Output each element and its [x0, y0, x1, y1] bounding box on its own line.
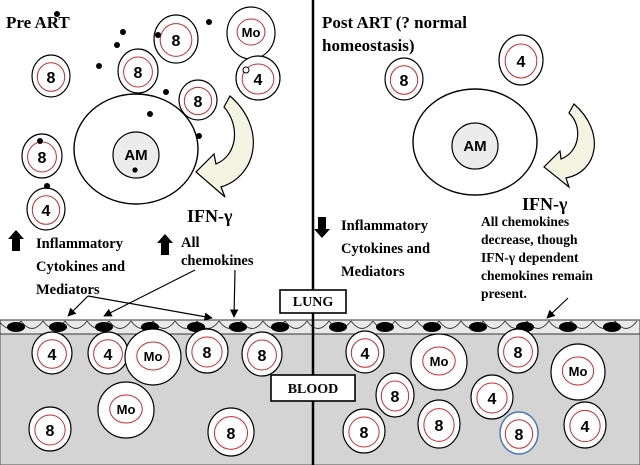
down-arrow-inflammatory-post — [314, 217, 330, 238]
cell-label: 8 — [172, 33, 181, 50]
cd8-t-cell: 8 — [185, 328, 229, 374]
chemokine-dot — [44, 183, 50, 189]
chemokine-dot — [206, 19, 212, 25]
inflammatory-text-post: Inflammatory Cytokines and Mediators — [341, 218, 434, 280]
cd8-t-cell: 8 — [28, 406, 72, 452]
up-arrow-inflammatory-pre — [8, 230, 24, 251]
svg-text:AM: AM — [124, 147, 147, 164]
chemokine-dot — [196, 133, 202, 139]
cell-label: 4 — [42, 203, 51, 220]
cell-label: 4 — [517, 54, 526, 71]
cd4-t-cell: 4 — [26, 187, 66, 231]
cell-label: 4 — [361, 346, 370, 363]
cell-label: 8 — [227, 426, 236, 443]
ifn-gamma-label-pre: IFN-γ — [187, 206, 233, 226]
svg-text:BLOOD: BLOOD — [288, 382, 339, 397]
cd8-t-cell: 8 — [117, 48, 159, 94]
alveolar-macrophage-post: AM — [412, 88, 538, 196]
chemokine-dot — [114, 42, 120, 48]
cd8-t-cell: 8 — [342, 408, 386, 454]
monocyte-cell: Mo — [124, 328, 182, 386]
chemokines-text-pre: All chemokines — [181, 235, 254, 269]
cd8-t-cell: 8 — [375, 372, 415, 418]
cd4-t-cell: 4 — [31, 331, 73, 375]
monocyte-cell: Mo — [550, 343, 606, 401]
ifn-feedback-arrow-post — [543, 103, 595, 189]
cell-label: 8 — [38, 150, 47, 167]
svg-text:AM: AM — [463, 138, 486, 155]
cell-label: 8 — [258, 348, 267, 365]
cell-label: 8 — [46, 423, 55, 440]
cd8-t-cell: 8 — [21, 133, 63, 179]
cell-label: Mo — [144, 349, 163, 364]
cell-label: 8 — [515, 427, 524, 444]
chemokine-pointer-line-post — [546, 297, 569, 319]
cell-label: 4 — [48, 347, 57, 364]
blood-label: BLOOD — [270, 374, 356, 402]
cell-label: Mo — [569, 364, 588, 379]
cell-label: 8 — [391, 389, 400, 406]
cd8-t-cell: 8 — [241, 331, 283, 377]
monocyte-cell: Mo — [226, 6, 276, 60]
chemokines-text-post: All chemokines decrease, though IFN-γ de… — [481, 214, 596, 301]
chemokine-dot — [155, 32, 161, 38]
pre-art-title: Pre ART — [6, 13, 70, 32]
cd4-t-cell: 4 — [345, 330, 385, 374]
chemokine-dot — [96, 63, 102, 69]
cd8-t-cell: 8 — [207, 407, 255, 457]
cell-label: 4 — [254, 72, 263, 89]
ifn-gamma-label-post: IFN-γ — [522, 194, 568, 214]
cell-label: 8 — [435, 418, 444, 435]
cd8-t-cell: 8 — [417, 399, 461, 449]
epithelium-layer — [0, 319, 640, 335]
cd8-t-cell: 8 — [178, 79, 218, 121]
cd8-t-cell: 8 — [31, 54, 71, 98]
alveolar-macrophage-pre: AM — [73, 93, 199, 205]
cd8-t-cell: 8 — [497, 328, 539, 374]
up-arrow-chemokines-pre — [157, 234, 173, 255]
chemokine-dot — [147, 111, 153, 117]
cd8-t-cell: 8 — [384, 57, 424, 101]
cell-label: 8 — [194, 94, 203, 111]
chemokine-dot — [120, 29, 126, 35]
cell-label: 8 — [514, 345, 523, 362]
cd8-t-cell: 8 — [499, 411, 539, 455]
cell-label: 8 — [203, 345, 212, 362]
cd4-t-cell: 4 — [235, 55, 281, 101]
cd8-t-cell: 8 — [153, 14, 199, 64]
post-art-title: Post ART (? normal homeostasis) — [322, 13, 471, 55]
cell-label: Mo — [430, 354, 449, 369]
chemokine-dot — [163, 89, 169, 95]
cell-label: 8 — [134, 65, 143, 82]
cd4-t-cell: 4 — [87, 331, 129, 375]
cell-label: 8 — [360, 425, 369, 442]
cd4-t-cell: 4 — [563, 401, 607, 449]
cd4-t-cell: 4 — [470, 374, 514, 420]
monocyte-cell: Mo — [410, 333, 468, 391]
cell-label: 4 — [104, 347, 113, 364]
inflammatory-text-pre: Inflammatory Cytokines and Mediators — [36, 236, 129, 298]
monocyte-cell: Mo — [97, 381, 155, 439]
chemokine-dot — [54, 11, 60, 17]
cell-label: Mo — [242, 25, 261, 40]
cell-label: 4 — [488, 391, 497, 408]
chemokine-dot-open — [242, 66, 250, 74]
cell-label: Mo — [117, 402, 136, 417]
lung-label: LUNG — [279, 289, 347, 314]
ifn-feedback-arrow-pre — [195, 95, 254, 198]
cell-label: 8 — [400, 73, 409, 90]
svg-text:LUNG: LUNG — [293, 295, 334, 310]
chemokine-dot — [37, 138, 43, 144]
cell-label: 8 — [47, 70, 56, 87]
chemokine-pointer-lines-pre — [67, 269, 239, 321]
cell-label: 4 — [581, 419, 590, 436]
cd4-t-cell: 4 — [498, 34, 544, 86]
